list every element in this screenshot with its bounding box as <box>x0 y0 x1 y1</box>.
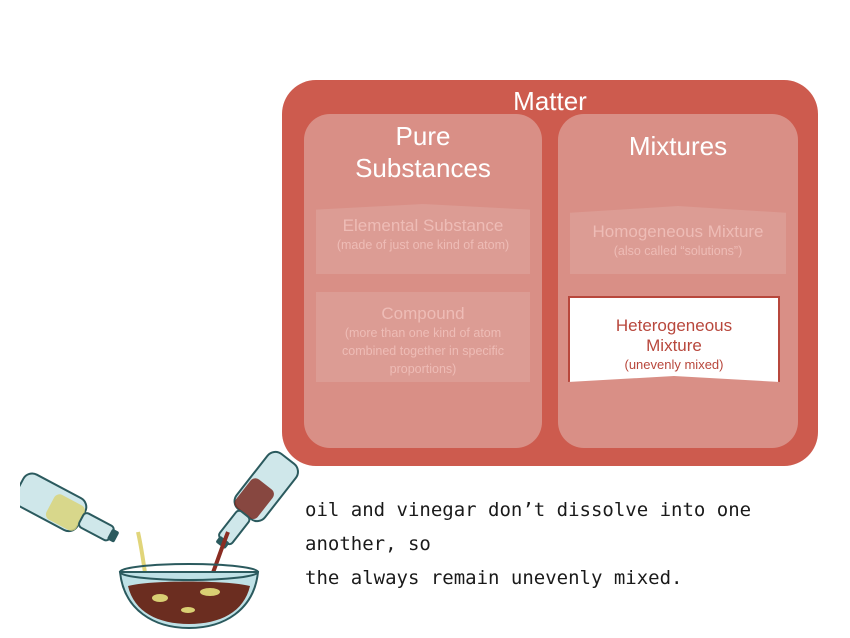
compound-title: Compound <box>381 304 465 323</box>
oil-bottle-icon <box>20 472 119 543</box>
caption: oil and vinegar don’t dissolve into one … <box>305 493 825 595</box>
heterogeneous-title-line1: Heterogeneous <box>615 316 733 335</box>
mixtures-column: Mixtures Homogeneous Mixture (also calle… <box>558 114 798 448</box>
matter-title: Matter <box>513 86 587 116</box>
compound-sub-line3: proportions) <box>389 362 457 376</box>
compound-card: Compound (more than one kind of atom com… <box>316 292 530 382</box>
pure-substances-title: Pure Substances <box>304 120 542 184</box>
caption-line2: the always remain unevenly mixed. <box>305 567 683 589</box>
matter-box: Matter Pure Substances Elemental Substan… <box>282 80 818 466</box>
homogeneous-title: Homogeneous Mixture <box>592 222 764 241</box>
compound-sub-line2: combined together in specific <box>342 344 504 358</box>
vinegar-bottle-icon <box>216 450 299 549</box>
bowl-icon <box>118 563 260 630</box>
pure-title-line2: Substances <box>355 153 491 183</box>
elemental-title: Elemental Substance <box>342 216 504 235</box>
homogeneous-mixture-card: Homogeneous Mixture (also called “soluti… <box>570 206 786 274</box>
pure-title-line1: Pure <box>395 121 451 151</box>
homogeneous-subtitle: (also called “solutions”) <box>613 244 743 258</box>
elemental-subtitle: (made of just one kind of atom) <box>336 238 510 252</box>
pure-substances-column: Pure Substances Elemental Substance (mad… <box>304 114 542 448</box>
heterogeneous-subtitle: (unevenly mixed) <box>624 357 724 372</box>
heterogeneous-mixture-card: Heterogeneous Mixture (unevenly mixed) <box>568 296 780 382</box>
oil-vinegar-illustration <box>20 450 299 630</box>
mixtures-title: Mixtures <box>628 131 728 161</box>
compound-sub-line1: (more than one kind of atom <box>344 326 502 340</box>
caption-line1: oil and vinegar don’t dissolve into one … <box>305 499 752 555</box>
heterogeneous-title-line2: Mixture <box>646 336 702 355</box>
elemental-substance-card: Elemental Substance (made of just one ki… <box>316 204 530 274</box>
